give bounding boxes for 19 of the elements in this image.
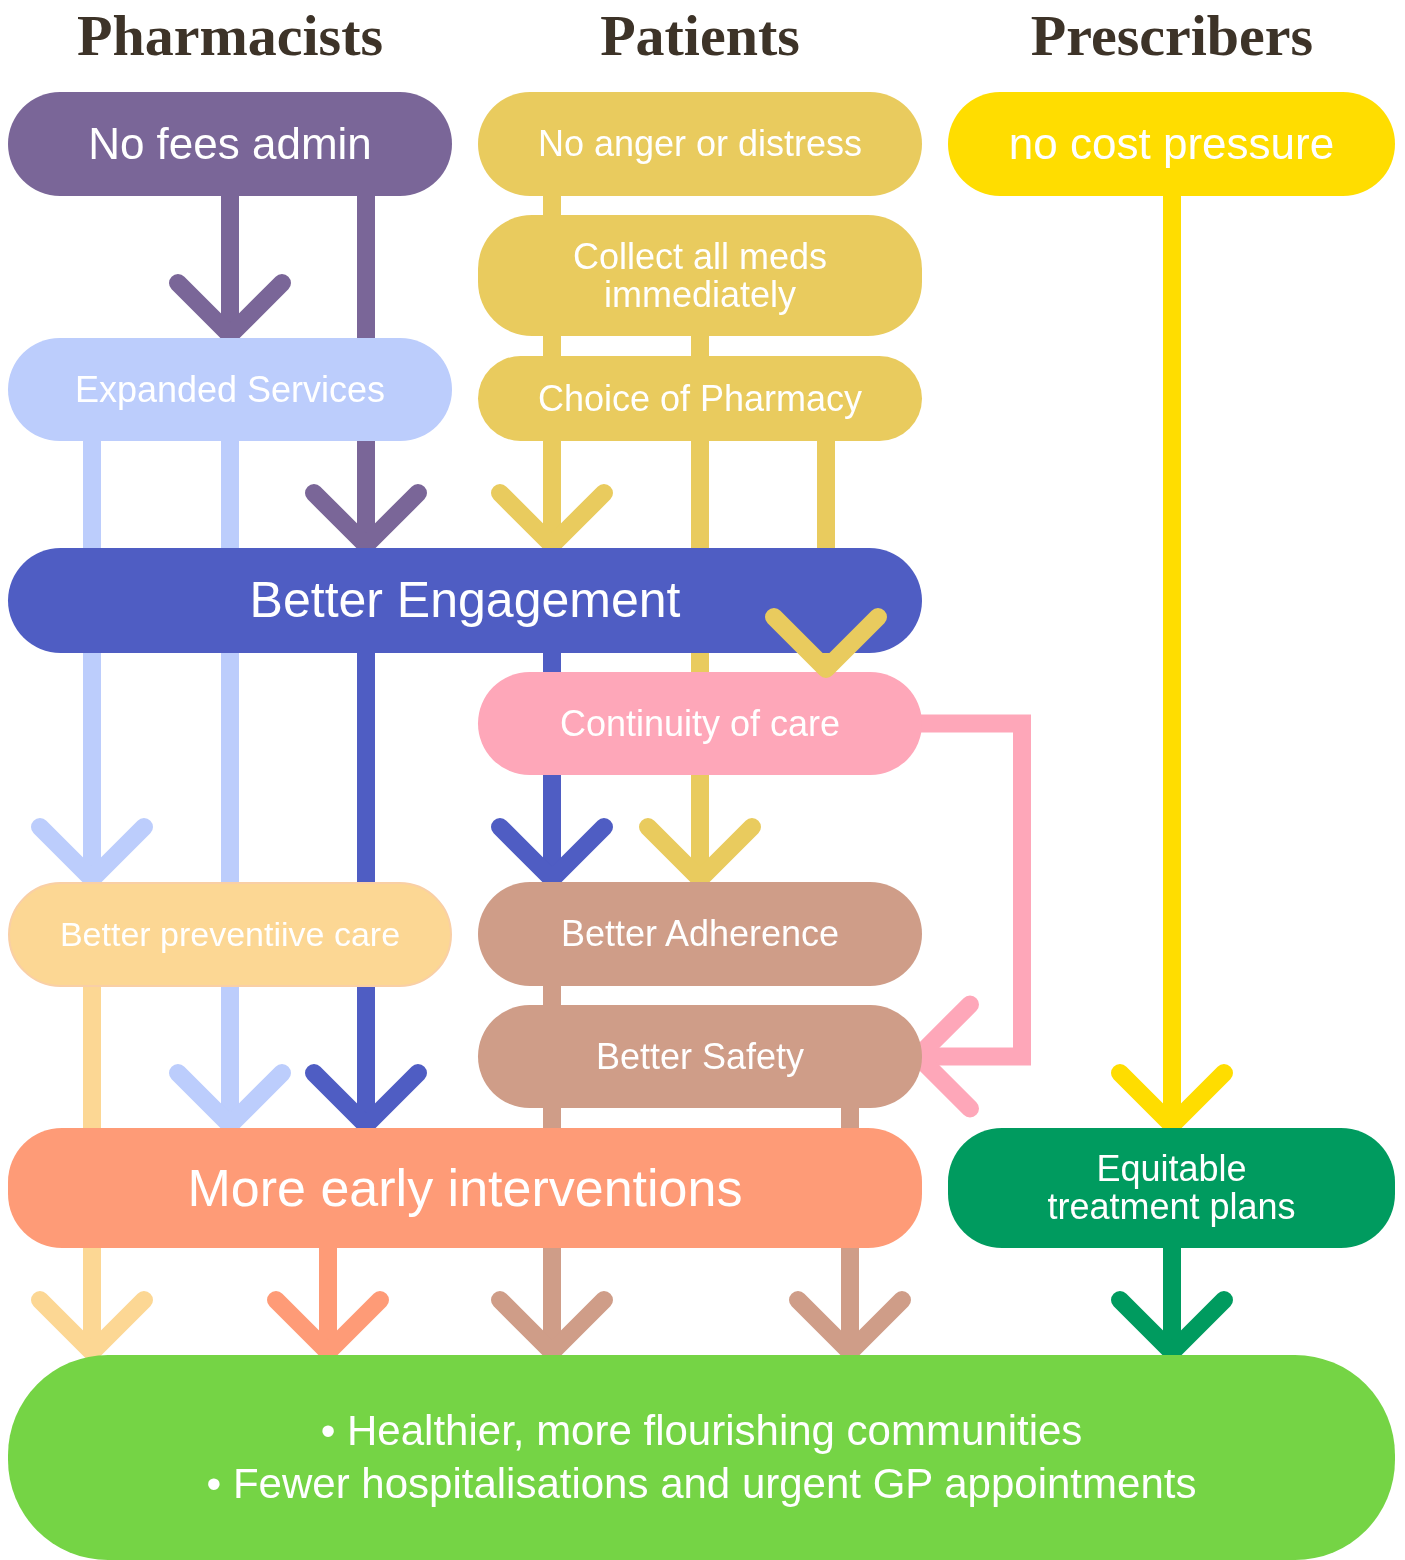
node-text: Choice of Pharmacy xyxy=(537,379,863,418)
node-text: More early interventions xyxy=(187,1160,743,1216)
column-heading: Pharmacists xyxy=(76,2,384,69)
node-text: No fees admin xyxy=(88,120,372,168)
column-heading: Prescribers xyxy=(1030,2,1314,69)
node-text: Better Safety xyxy=(595,1037,805,1076)
node-text: Continuity of care xyxy=(559,704,841,743)
arrow xyxy=(765,608,887,678)
node-text: Better Engagement xyxy=(249,574,681,627)
node-text: Equitable treatment plans xyxy=(1046,1150,1297,1226)
node-text: Better Adherence xyxy=(560,915,840,953)
node-text: No anger or distress xyxy=(537,125,863,163)
node-text: Collect all meds immediately xyxy=(571,237,829,314)
node-text: • Healthier, more flourishing communities xyxy=(320,1409,1083,1454)
node-text: Better preventiive care xyxy=(59,916,401,953)
column-heading: Patients xyxy=(600,2,800,69)
node-text: no cost pressure xyxy=(1008,120,1335,168)
node-text: • Fewer hospitalisations and urgent GP appointments xyxy=(206,1461,1197,1506)
node-text: Expanded Services xyxy=(74,370,386,409)
